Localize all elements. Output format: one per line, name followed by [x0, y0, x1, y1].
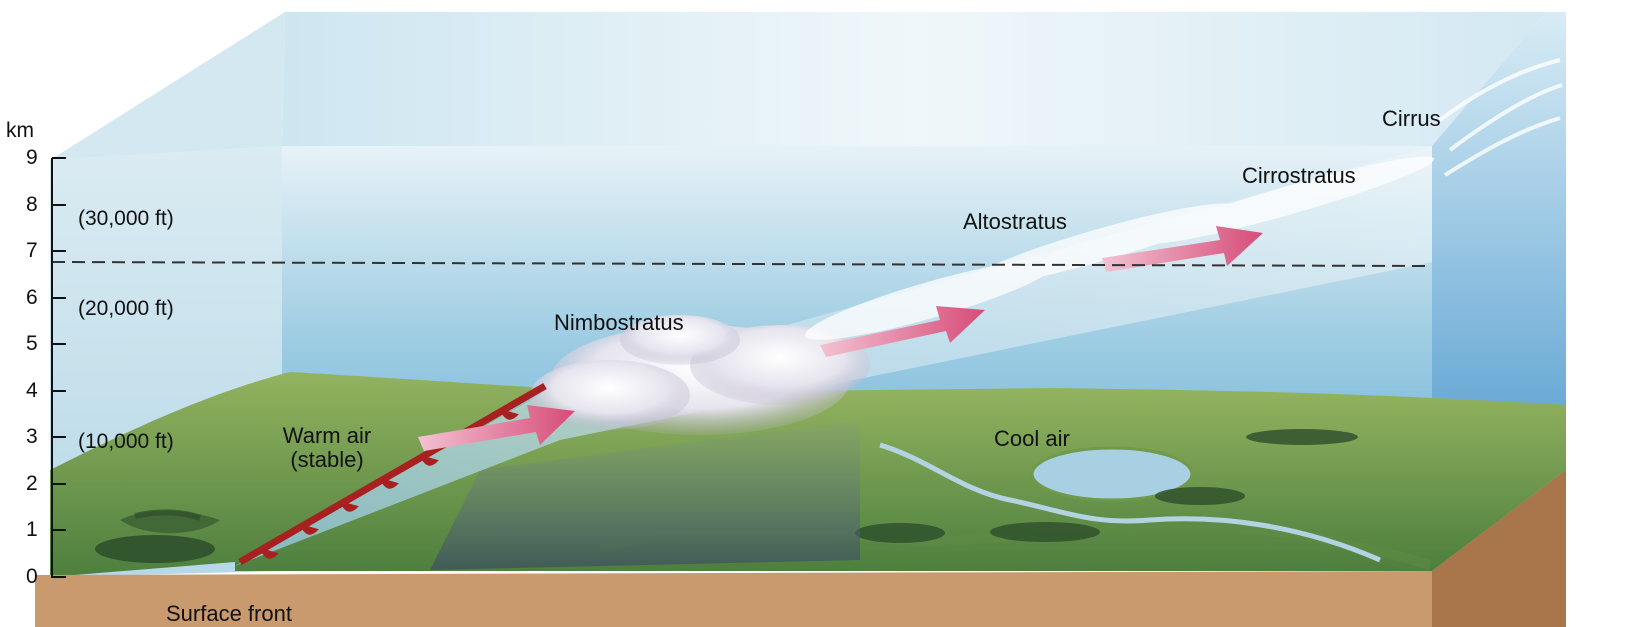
label-nimbostratus: Nimbostratus — [554, 310, 684, 335]
box-top-left — [50, 12, 285, 160]
label-cirrus: Cirrus — [1382, 106, 1441, 131]
axis-tick-6: 6 — [26, 286, 38, 309]
axis-tick-1: 1 — [26, 518, 38, 541]
label-altostratus: Altostratus — [963, 209, 1067, 234]
label-surface-front: Surface front — [166, 601, 292, 626]
axis-tick-4: 4 — [26, 379, 38, 402]
box-top-face — [282, 12, 1546, 146]
feet-label-20000: (20,000 ft) — [78, 297, 174, 320]
axis-tick-2: 2 — [26, 472, 38, 495]
axis-tick-0: 0 — [26, 565, 38, 588]
label-cool-air: Cool air — [994, 426, 1070, 451]
soil-strip — [35, 470, 1566, 627]
cirrus-wisps — [1438, 58, 1563, 177]
lake — [1030, 446, 1194, 502]
warm-air-arrows — [418, 226, 1263, 451]
axis-tick-8: 8 — [26, 193, 38, 216]
feet-label-10000: (10,000 ft) — [78, 430, 174, 453]
rain-shaft — [430, 420, 860, 570]
axis-tick-5: 5 — [26, 332, 38, 355]
warm-front-line — [238, 382, 547, 566]
river — [879, 442, 1382, 563]
label-cirrostratus: Cirrostratus — [1242, 163, 1356, 188]
axis-tick-9: 9 — [26, 146, 38, 169]
label-warm-air-line2: (stable) — [290, 447, 364, 472]
label-warm-air: Warm air (stable) — [272, 424, 382, 472]
km-axis — [51, 157, 66, 578]
feet-label-30000: (30,000 ft) — [78, 207, 174, 230]
axis-tick-7: 7 — [26, 239, 38, 262]
axis-tick-3: 3 — [26, 425, 38, 448]
axis-unit-label: km — [6, 119, 34, 142]
reference-dashed-line — [51, 261, 1433, 267]
label-warm-air-line1: Warm air — [282, 423, 372, 448]
